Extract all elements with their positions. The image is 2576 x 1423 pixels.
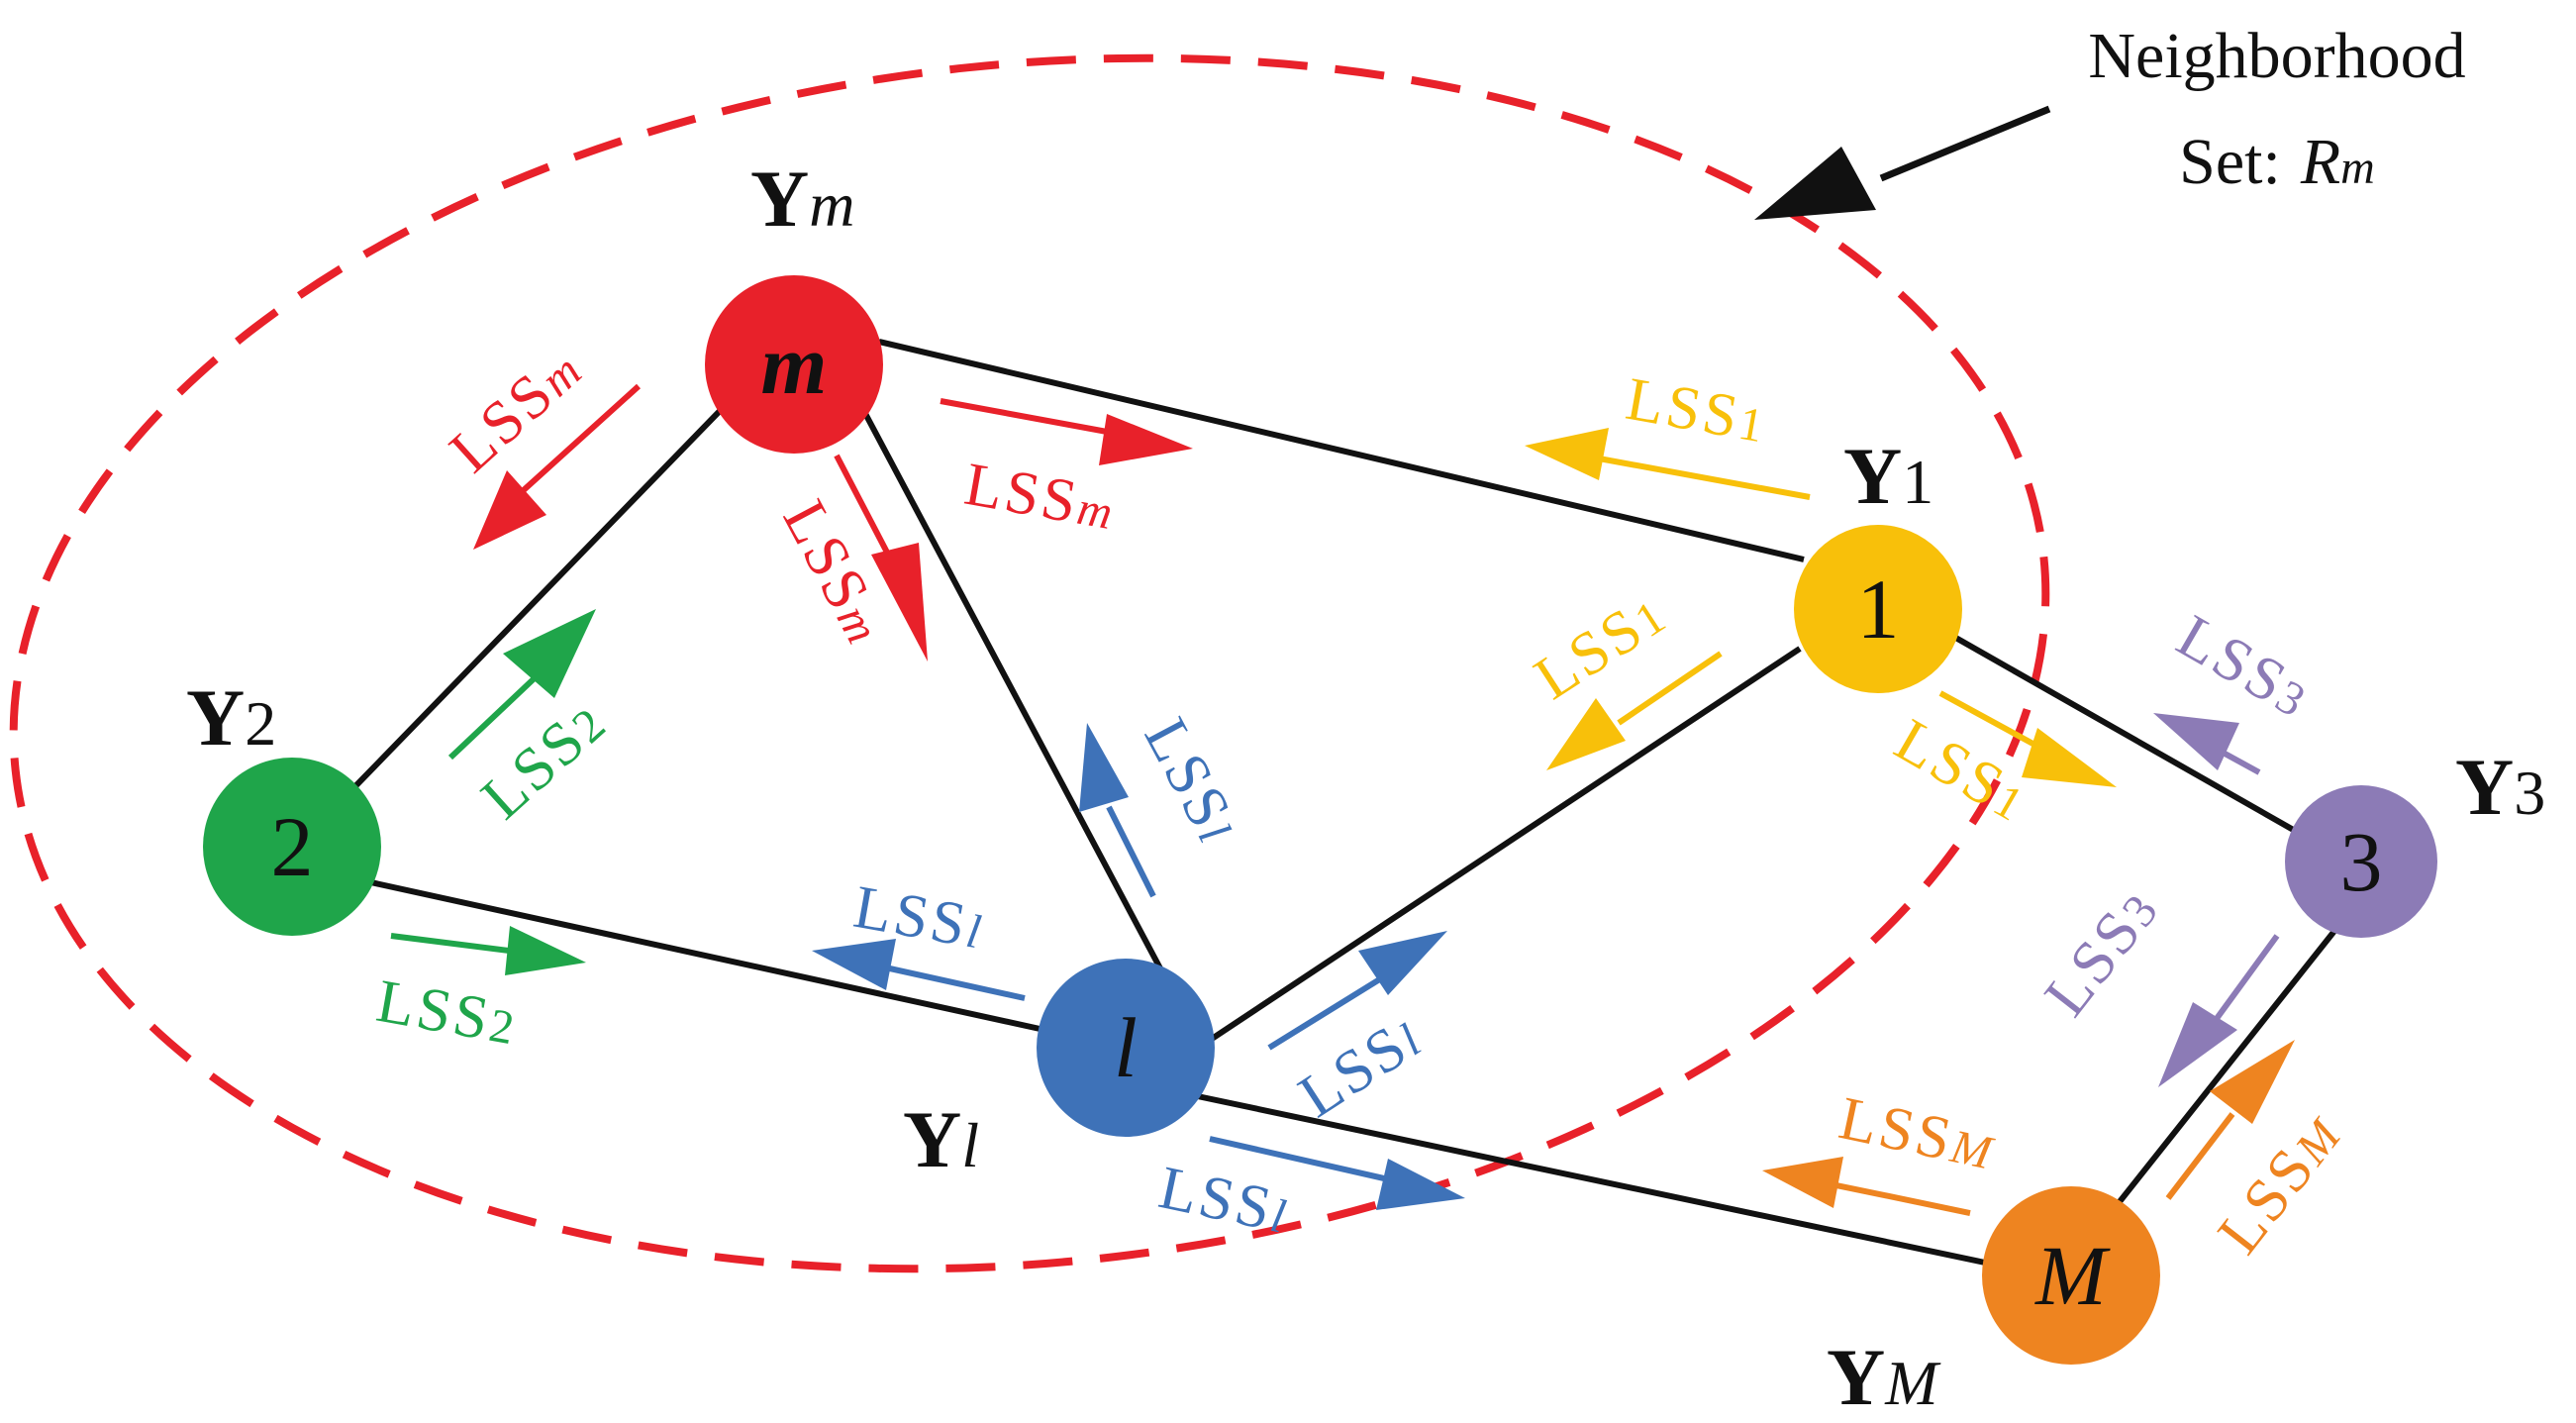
y-label-m: Ym (750, 153, 854, 244)
edge-m-l (858, 404, 1163, 970)
lss-arrow-l-to-M (1209, 1136, 1465, 1210)
lss-label-m-1: LSSm (960, 451, 1122, 544)
lss-label-1-m: LSS1 (1622, 365, 1772, 457)
lss-arrow-M-to-l (1762, 1157, 1971, 1216)
callout-arrow (1754, 105, 2051, 220)
callout-set-label: Set:Rm (2179, 126, 2375, 198)
lss-label-l-M: LSSl (1153, 1154, 1295, 1247)
edge-3-M (2096, 914, 2349, 1230)
node-M-label: M (2033, 1228, 2111, 1323)
lss-label-3-1: LSS3 (2166, 602, 2323, 731)
edge-m-2 (350, 408, 723, 791)
neighborhood-boundary (9, 53, 2050, 1273)
lss-arrow-m-to-2 (473, 383, 642, 550)
lss-label-l-m: LSSl (1132, 708, 1252, 856)
y-label-l: Yl (903, 1094, 979, 1184)
lss-arrow-1-to-3 (1938, 690, 2117, 787)
lss-arrow-m-to-l (834, 454, 928, 661)
node-3-label: 3 (2340, 814, 2383, 909)
lss-label-m-2: LSSm (438, 334, 596, 485)
lss-arrow-l-to-1 (1267, 931, 1447, 1051)
lss-arrow-3-to-1 (2153, 713, 2261, 775)
lss-arrow-2-to-l (390, 926, 586, 975)
node-2[interactable]: 2 (203, 758, 381, 936)
node-l-label: l (1114, 1000, 1138, 1095)
lss-label-M-3: LSSM (2205, 1101, 2354, 1267)
node-M[interactable]: M (1982, 1186, 2160, 1365)
lss-label-2-m: LSS2 (469, 687, 620, 832)
edge-m-1 (878, 339, 1805, 562)
edge-l-1 (1201, 646, 1802, 1048)
lss-arrow-1-to-m (1525, 428, 1811, 500)
node-1[interactable]: 1 (1794, 525, 1962, 693)
lss-label-1-3: LSS1 (1884, 706, 2040, 835)
lss-arrow-m-to-1 (940, 398, 1193, 465)
y-label-1: Y1 (1843, 431, 1933, 521)
node-m-label: m (761, 317, 828, 412)
lss-arrow-M-to-3 (2165, 1040, 2295, 1200)
lss-arrow-1-to-l (1546, 651, 1723, 770)
lss-arrow-2-to-m (447, 609, 596, 761)
edge-l-M (1187, 1091, 1986, 1266)
lss-label-1-l: LSS1 (1524, 579, 1679, 713)
node-1-label: 1 (1857, 561, 1900, 657)
callout-neighborhood: Neighborhood (2088, 20, 2465, 92)
y-label-M: YM (1827, 1332, 1941, 1422)
y-label-2: Y2 (186, 672, 276, 762)
node-3[interactable]: 3 (2285, 785, 2437, 938)
y-label-3: Y3 (2455, 742, 2545, 832)
node-m[interactable]: m (705, 275, 883, 454)
lss-label-2-l: LSS2 (372, 967, 523, 1059)
node-2-label: 2 (271, 799, 314, 894)
edge-2-l (365, 878, 1045, 1033)
lss-arrow-3-to-M (2158, 934, 2280, 1087)
lss-label-3-M: LSS3 (2031, 875, 2172, 1028)
lss-label-M-l: LSSM (1833, 1084, 2002, 1183)
lss-arrow-l-to-m (1079, 723, 1156, 898)
lss-arrow-l-to-2 (812, 939, 1026, 1001)
node-l[interactable]: l (1037, 959, 1215, 1137)
edge-1-3 (1950, 633, 2299, 835)
